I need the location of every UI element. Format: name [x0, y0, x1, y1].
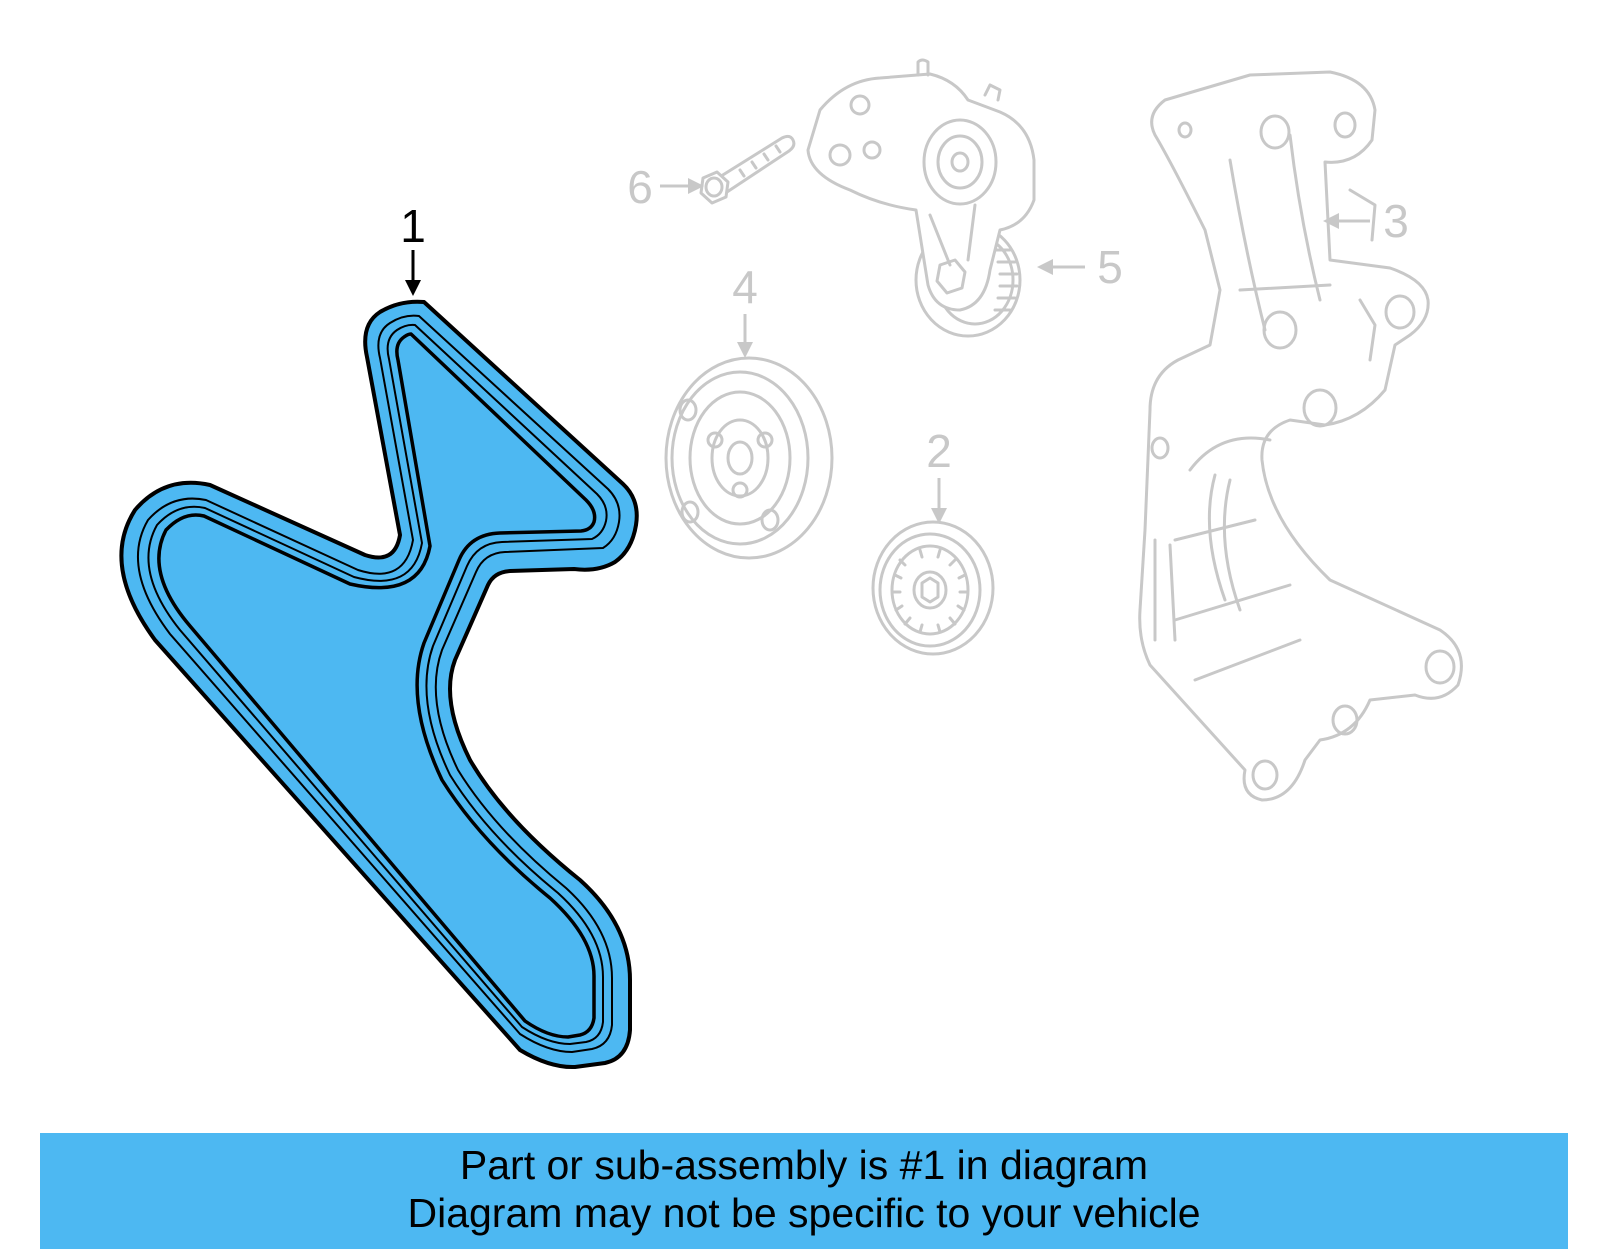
callout-3-arrow [1323, 213, 1370, 229]
idler-pulley-part-4 [664, 356, 834, 560]
callout-3-label: 3 [1383, 195, 1409, 247]
idler-pulley-part-2 [871, 520, 995, 656]
callout-1-arrow [405, 250, 421, 296]
callout-4-arrow [737, 314, 753, 358]
callout-5-label: 5 [1097, 241, 1123, 293]
callout-6-arrow [660, 178, 704, 194]
callout-6-label: 6 [627, 161, 653, 213]
callout-4-label: 4 [732, 261, 758, 313]
banner-line-disclaimer: Diagram may not be specific to your vehi… [407, 1190, 1201, 1236]
bolt-part-6 [699, 134, 796, 205]
callout-5-arrow [1037, 259, 1085, 275]
banner-line-part: Part or sub-assembly is #1 in diagram [459, 1142, 1149, 1188]
belt-part-1[interactable] [119, 299, 639, 1070]
callout-1-label: 1 [400, 200, 426, 252]
tensioner-part-5 [806, 58, 1036, 338]
callout-2-arrow [931, 478, 947, 524]
callout-2-label: 2 [926, 425, 952, 477]
bracket-part-3 [1138, 70, 1463, 802]
info-banner: Part or sub-assembly is #1 in diagram Di… [40, 1133, 1568, 1249]
